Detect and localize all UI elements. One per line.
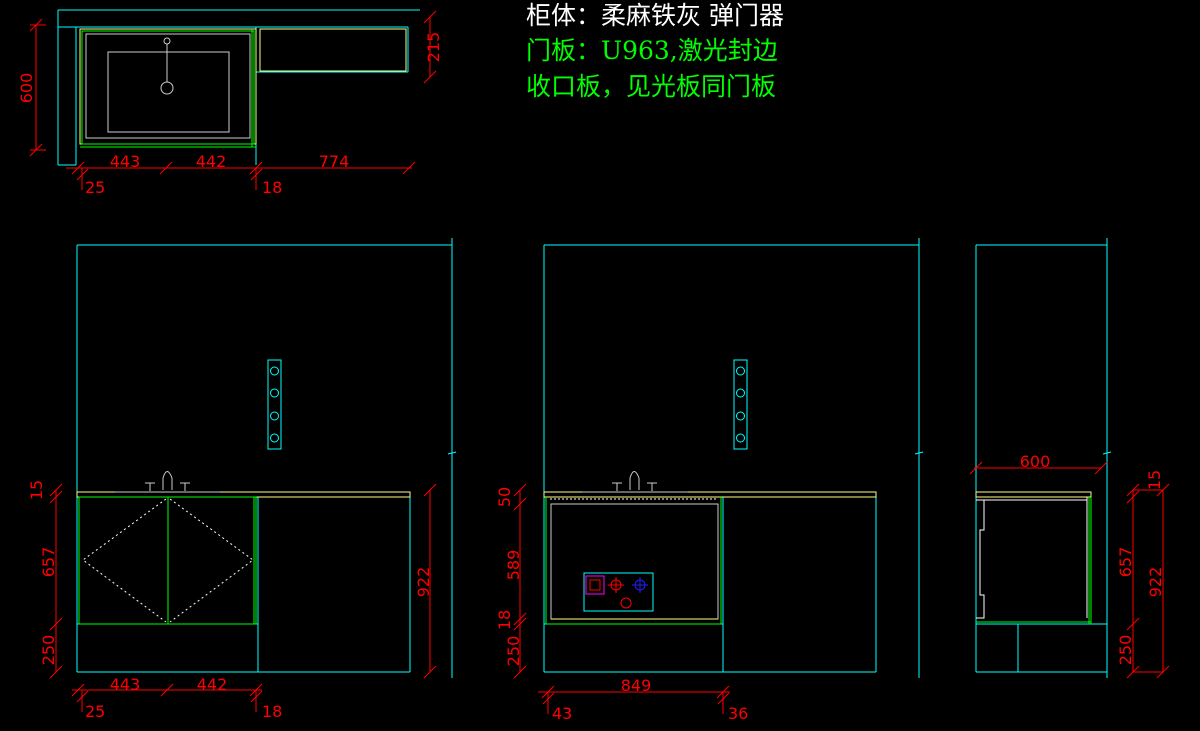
plan-w2-dim: 442 <box>196 152 227 171</box>
side-width-dim: 600 <box>1020 452 1051 471</box>
plan-depth-dim: 600 <box>17 73 36 104</box>
note-cabinet-body: 柜体：柔麻铁灰 弹门器 <box>526 1 784 30</box>
middle-h3-dim: 18 <box>495 610 514 630</box>
middle-h2-dim: 589 <box>504 550 523 581</box>
side-base-dim: 250 <box>1116 635 1135 666</box>
plan-left-offset-dim: 25 <box>85 178 105 197</box>
front-elevation: 15 657 250 922 443 442 25 18 <box>27 238 457 721</box>
plan-w3-dim: 774 <box>319 152 350 171</box>
plan-view: 600 215 443 442 774 25 18 <box>17 9 443 197</box>
side-door-dim: 657 <box>1116 547 1135 578</box>
plan-w1-dim: 443 <box>110 152 141 171</box>
plan-mid-offset-dim: 18 <box>262 178 282 197</box>
front-w2-dim: 442 <box>197 675 228 694</box>
front-left-offset-dim: 25 <box>85 702 105 721</box>
front-mid-offset-dim: 18 <box>262 702 282 721</box>
side-top-dim: 15 <box>1145 470 1164 490</box>
middle-left-offset-dim: 43 <box>552 704 572 723</box>
middle-right-offset-dim: 36 <box>728 704 748 723</box>
note-trim-panel: 收口板，见光板同门板 <box>526 72 776 101</box>
middle-width-dim: 849 <box>621 676 652 695</box>
side-total-dim: 922 <box>1146 567 1165 598</box>
front-door-dim: 657 <box>39 547 58 578</box>
middle-h4-dim: 250 <box>504 636 523 667</box>
plan-counter-depth-dim: 215 <box>424 32 443 63</box>
front-base-dim: 250 <box>39 635 58 666</box>
front-w1-dim: 443 <box>110 675 141 694</box>
note-door-panel: 门板：U963,激光封边 <box>526 36 778 65</box>
middle-elevation: 50 589 18 250 849 43 36 <box>495 238 924 723</box>
front-total-dim: 922 <box>414 567 433 598</box>
middle-h1-dim: 50 <box>495 487 514 507</box>
front-top-dim: 15 <box>27 480 46 500</box>
side-elevation: 600 15 657 922 250 <box>969 238 1170 679</box>
